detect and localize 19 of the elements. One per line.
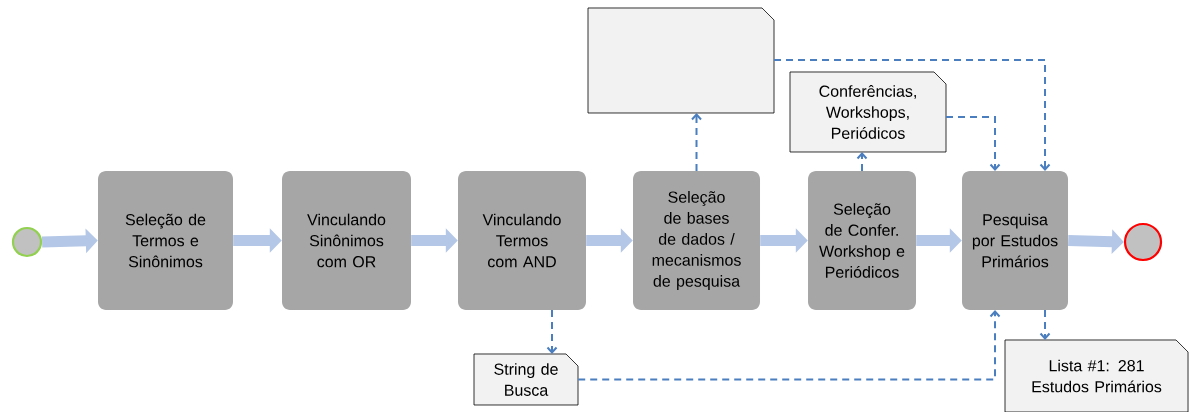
note-box: String de Busca bbox=[473, 353, 579, 406]
dashed-arrow bbox=[546, 309, 558, 354]
dashed-arrow bbox=[856, 152, 868, 172]
process-box: Seleção de Termos e Sinônimos bbox=[98, 171, 233, 310]
note-box bbox=[587, 7, 775, 114]
dashed-arrow bbox=[691, 113, 702, 172]
dashed-arrow bbox=[1039, 309, 1051, 340]
end-circle bbox=[1123, 222, 1163, 262]
dashed-arrow bbox=[945, 116, 1001, 171]
process-box: Seleção de Confer. Workshop e Periódicos bbox=[808, 171, 916, 310]
note-box: Conferências, Workshops, Periódicos bbox=[789, 71, 947, 153]
dashed-arrow bbox=[773, 59, 1051, 171]
process-box: Seleção de bases de dados / mecanismos de pesquisa bbox=[633, 171, 760, 310]
start-circle bbox=[11, 226, 43, 258]
process-box: Vinculando Sinônimos com OR bbox=[282, 171, 411, 310]
process-box: Vinculando Termos com AND bbox=[458, 171, 586, 310]
note-box: Lista #1: 281 Estudos Primários bbox=[1004, 339, 1189, 412]
dashed-arrow bbox=[577, 310, 1001, 381]
process-box: Pesquisa por Estudos Primários bbox=[962, 171, 1068, 310]
